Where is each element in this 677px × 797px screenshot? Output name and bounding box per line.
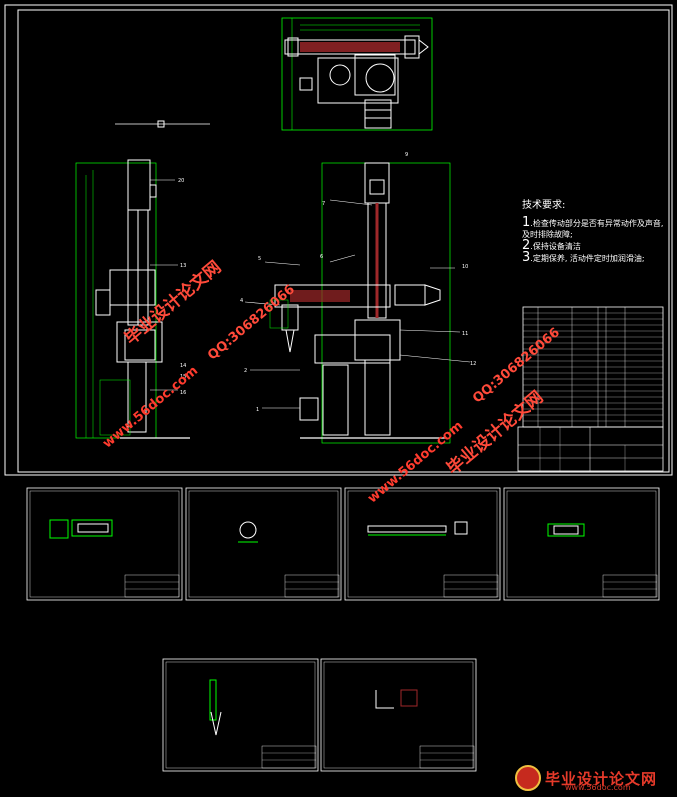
callout-12: 12 — [470, 361, 476, 367]
requirement-1-number: 1 — [522, 215, 531, 230]
callout-20: 20 — [178, 178, 184, 184]
technical-requirements-title: 技术要求: — [522, 200, 566, 211]
callout-2: 2 — [244, 368, 247, 374]
part-sheet-6 — [320, 658, 477, 772]
part-sheet-2 — [185, 487, 342, 601]
parts-list-table — [522, 306, 664, 428]
part-sheet-3 — [344, 487, 501, 601]
requirement-1-continued-text: 及时排除故障; — [522, 230, 573, 239]
requirement-2: 2.保持设备清洁 — [522, 238, 672, 253]
callout-7: 7 — [322, 201, 325, 207]
callout-1: 1 — [256, 407, 259, 413]
callout-labels: 20 13 9 7 5 6 10 4 11 12 2 1 14 15 16 — [178, 152, 476, 413]
technical-requirements: 技术要求: 1.检查传动部分是否有异常动作及声音, 及时排除故障; 2.保持设备… — [522, 196, 672, 264]
top-view-assembly — [281, 17, 433, 131]
requirement-2-number: 2 — [522, 238, 531, 253]
part-sheet-5 — [162, 658, 319, 772]
callout-10: 10 — [462, 264, 468, 270]
requirement-1-text: .检查传动部分是否有异常动作及声音, — [530, 219, 664, 228]
main-sheet-frame — [4, 4, 673, 476]
front-view-assembly — [244, 162, 471, 444]
callout-4: 4 — [240, 298, 243, 304]
requirement-1: 1.检查传动部分是否有异常动作及声音, — [522, 215, 672, 230]
title-block — [517, 426, 664, 472]
footer-url: www.56doc.com — [565, 783, 631, 792]
callout-5: 5 — [258, 256, 261, 262]
main-sheet-inner-frame — [17, 9, 670, 473]
footer-logo[interactable]: 毕业设计论文网 www.56doc.com — [515, 765, 658, 792]
callout-15: 15 — [180, 374, 186, 380]
part-sheet-4 — [503, 487, 660, 601]
left-side-view — [75, 159, 190, 439]
callout-13: 13 — [180, 263, 186, 269]
requirement-2-text: .保持设备清洁 — [530, 242, 581, 251]
callout-16: 16 — [180, 390, 186, 396]
callout-14: 14 — [180, 363, 186, 369]
requirement-3-text: .定期保养, 活动件定时加润滑油; — [530, 254, 645, 263]
logo-badge-icon — [515, 765, 541, 791]
callout-6: 6 — [320, 254, 323, 260]
callout-9: 9 — [405, 152, 408, 158]
footer-site-name: 毕业设计论文网 — [545, 769, 658, 788]
callout-11: 11 — [462, 331, 468, 337]
requirement-1-continued: 及时排除故障; — [522, 229, 672, 240]
requirement-3: 3.定期保养, 活动件定时加润滑油; — [522, 250, 672, 265]
requirement-3-number: 3 — [522, 250, 531, 265]
part-sheet-1 — [26, 487, 183, 601]
center-dimension-line — [115, 120, 210, 128]
